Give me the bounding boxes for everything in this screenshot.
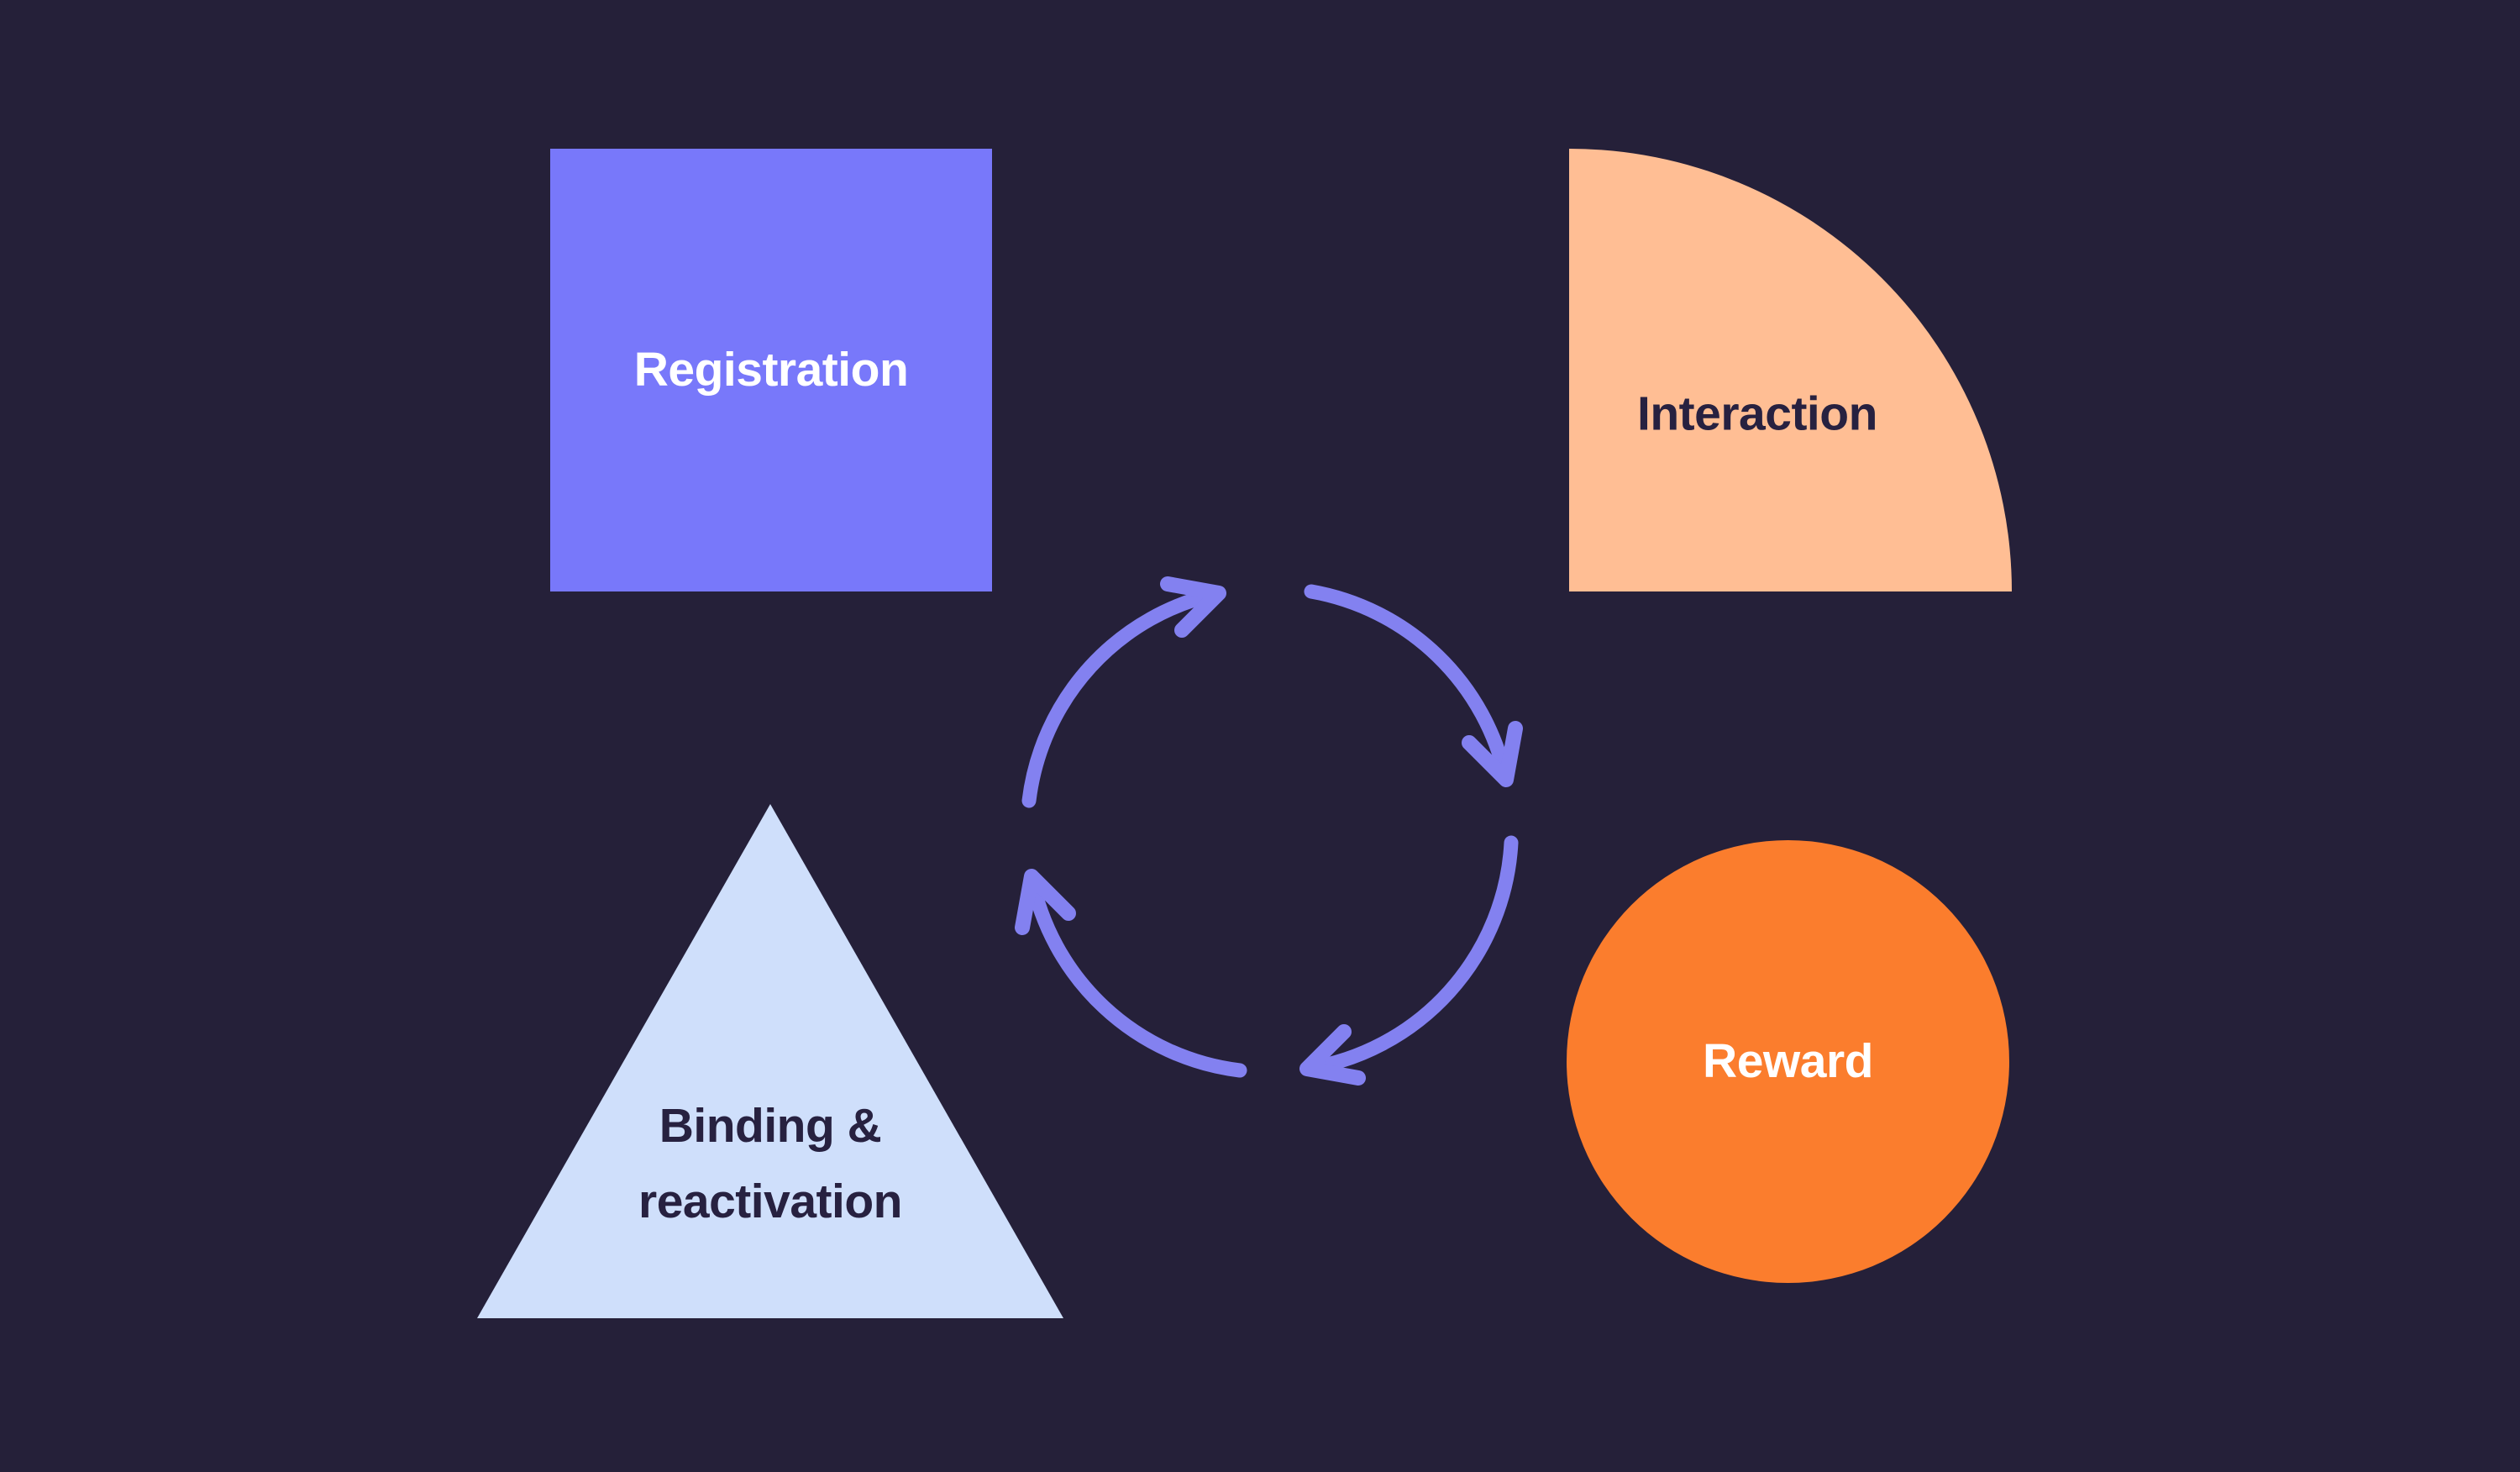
interaction-label: Interaction [1637,386,1877,441]
node-reward-circle: Reward [1567,840,2009,1283]
binding-reactivation-label-line1: Binding & [659,1099,882,1154]
node-interaction-quarter-circle: Interaction [1569,149,2012,591]
registration-label: Registration [633,343,909,397]
binding-reactivation-label: Binding & reactivation [638,1088,902,1239]
binding-reactivation-label-line2: reactivation [638,1175,902,1229]
node-registration-square: Registration [550,149,992,591]
reward-label: Reward [1703,1034,1873,1089]
circular-arrows-icon [1015,576,1523,1086]
